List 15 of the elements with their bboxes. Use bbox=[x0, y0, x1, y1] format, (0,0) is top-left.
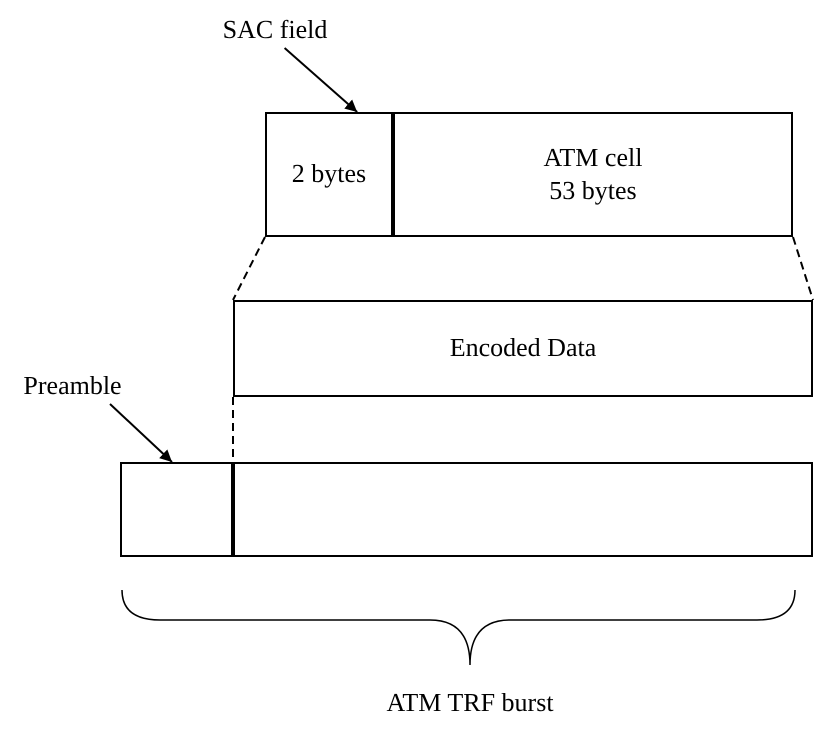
field-box bbox=[393, 112, 793, 237]
field-box bbox=[265, 112, 393, 237]
field-box bbox=[233, 462, 813, 557]
brace-caption: ATM TRF burst bbox=[386, 688, 554, 717]
field-box bbox=[120, 462, 233, 557]
callout-label: Preamble bbox=[10, 368, 135, 404]
field-box bbox=[233, 300, 813, 397]
field-label: 2 bytes bbox=[292, 158, 366, 190]
leader-arrow bbox=[109, 403, 173, 463]
leader-arrow bbox=[284, 47, 358, 113]
field-label: Encoded Data bbox=[450, 332, 596, 364]
dashed-line bbox=[232, 236, 266, 300]
callout-label: SAC field bbox=[215, 12, 335, 48]
dashed-line bbox=[792, 236, 814, 300]
field-label: ATM cell 53 bytes bbox=[542, 142, 644, 207]
